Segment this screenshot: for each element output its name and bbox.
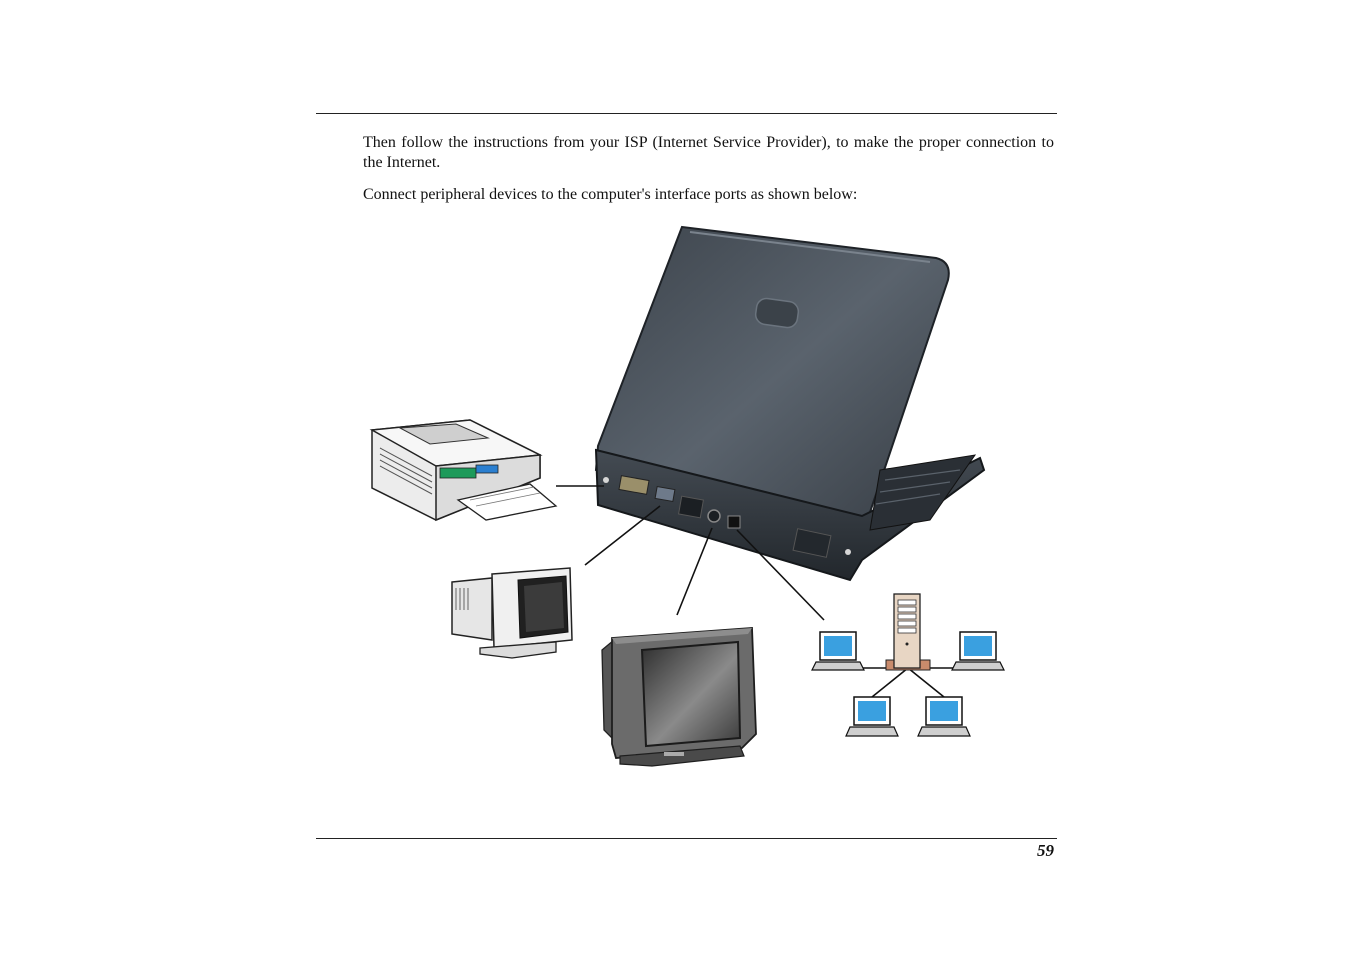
network-pc-top-right: [951, 631, 1005, 671]
network-pc-top-left: [811, 631, 865, 671]
network-icon: [811, 593, 1005, 737]
page-number: 59: [1037, 841, 1054, 860]
crt-monitor-icon: [451, 567, 573, 659]
printer-icon: [369, 419, 558, 522]
network-pc-bottom-right: [917, 696, 971, 737]
laptop-rear-icon: [594, 225, 986, 582]
footer-rule: [316, 838, 1057, 839]
paragraph-isp-instructions: Then follow the instructions from your I…: [363, 134, 1054, 171]
network-pc-bottom-left: [845, 696, 899, 737]
header-rule: [316, 113, 1057, 114]
television-icon: [601, 627, 757, 767]
paragraph-connect-peripherals: Connect peripheral devices to the comput…: [363, 186, 858, 203]
connection-lines: [556, 485, 825, 621]
